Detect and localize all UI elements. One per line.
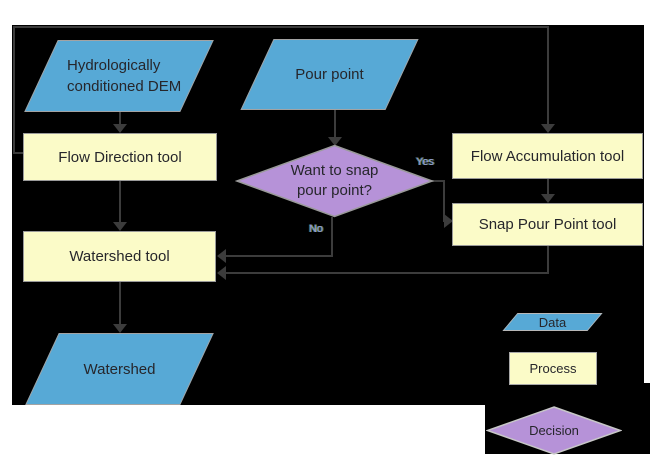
line-segment bbox=[443, 180, 445, 222]
arrowhead-icon bbox=[113, 124, 127, 133]
process-rect-shape bbox=[23, 133, 217, 181]
line-segment bbox=[13, 26, 15, 154]
legend-item-decision: Decision bbox=[486, 406, 622, 455]
node-label: Watershed bbox=[83, 360, 156, 378]
legend-label: Decision bbox=[529, 423, 579, 438]
line-segment bbox=[13, 152, 24, 154]
node-watershed-tool: Watershed tool bbox=[23, 231, 216, 282]
process-rect-shape bbox=[509, 352, 597, 385]
node-label: Flow Accumulation tool bbox=[470, 147, 625, 165]
node-want-to-snap-decision: Want to snap pour point? bbox=[235, 144, 434, 218]
decision-diamond-shape bbox=[486, 406, 622, 455]
line-segment bbox=[224, 255, 333, 257]
legend-label: Data bbox=[538, 314, 567, 330]
arrowhead-icon bbox=[328, 137, 342, 146]
node-label: Flow Direction tool bbox=[58, 148, 182, 166]
arrowhead-icon bbox=[444, 214, 453, 228]
line-segment bbox=[224, 272, 549, 274]
line-segment bbox=[119, 112, 121, 126]
legend-label: Process bbox=[529, 361, 577, 376]
branch-label-yes: Yes bbox=[416, 156, 434, 168]
node-label: Hydrologically conditioned DEM bbox=[67, 57, 182, 95]
line-segment bbox=[547, 26, 549, 124]
decision-diamond-shape bbox=[235, 144, 434, 218]
process-rect-shape bbox=[23, 231, 216, 282]
node-label: Pour point bbox=[295, 66, 364, 83]
arrowhead-icon bbox=[217, 266, 226, 280]
line-segment bbox=[119, 181, 121, 223]
node-label: Want to snap pour point? bbox=[290, 161, 379, 199]
branch-label-no: No bbox=[308, 223, 324, 235]
node-snap-pour-point-tool: Snap Pour Point tool bbox=[452, 203, 643, 246]
line-segment bbox=[547, 246, 549, 274]
node-watershed: Watershed bbox=[25, 333, 214, 405]
line-segment bbox=[432, 180, 445, 182]
node-label: Watershed tool bbox=[69, 248, 170, 265]
legend-item-process: Process bbox=[509, 352, 597, 385]
node-flow-direction-tool: Flow Direction tool bbox=[23, 133, 217, 181]
process-rect-shape bbox=[452, 133, 643, 179]
node-hydrologically-conditioned-dem: Hydrologically conditioned DEM bbox=[24, 40, 214, 112]
node-pour-point: Pour point bbox=[240, 39, 419, 110]
line-segment bbox=[13, 26, 549, 28]
line-segment bbox=[331, 217, 333, 257]
arrowhead-icon bbox=[113, 324, 127, 333]
node-flow-accumulation-tool: Flow Accumulation tool bbox=[452, 133, 643, 179]
arrowhead-icon bbox=[541, 194, 555, 203]
arrowhead-icon bbox=[541, 124, 555, 133]
line-segment bbox=[547, 179, 549, 196]
node-label: Snap Pour Point tool bbox=[478, 216, 617, 233]
arrowhead-icon bbox=[217, 249, 226, 263]
line-segment bbox=[119, 282, 121, 325]
legend-item-data: Data bbox=[502, 313, 603, 331]
arrowhead-icon bbox=[113, 222, 127, 231]
line-segment bbox=[334, 110, 336, 138]
process-rect-shape bbox=[452, 203, 643, 246]
